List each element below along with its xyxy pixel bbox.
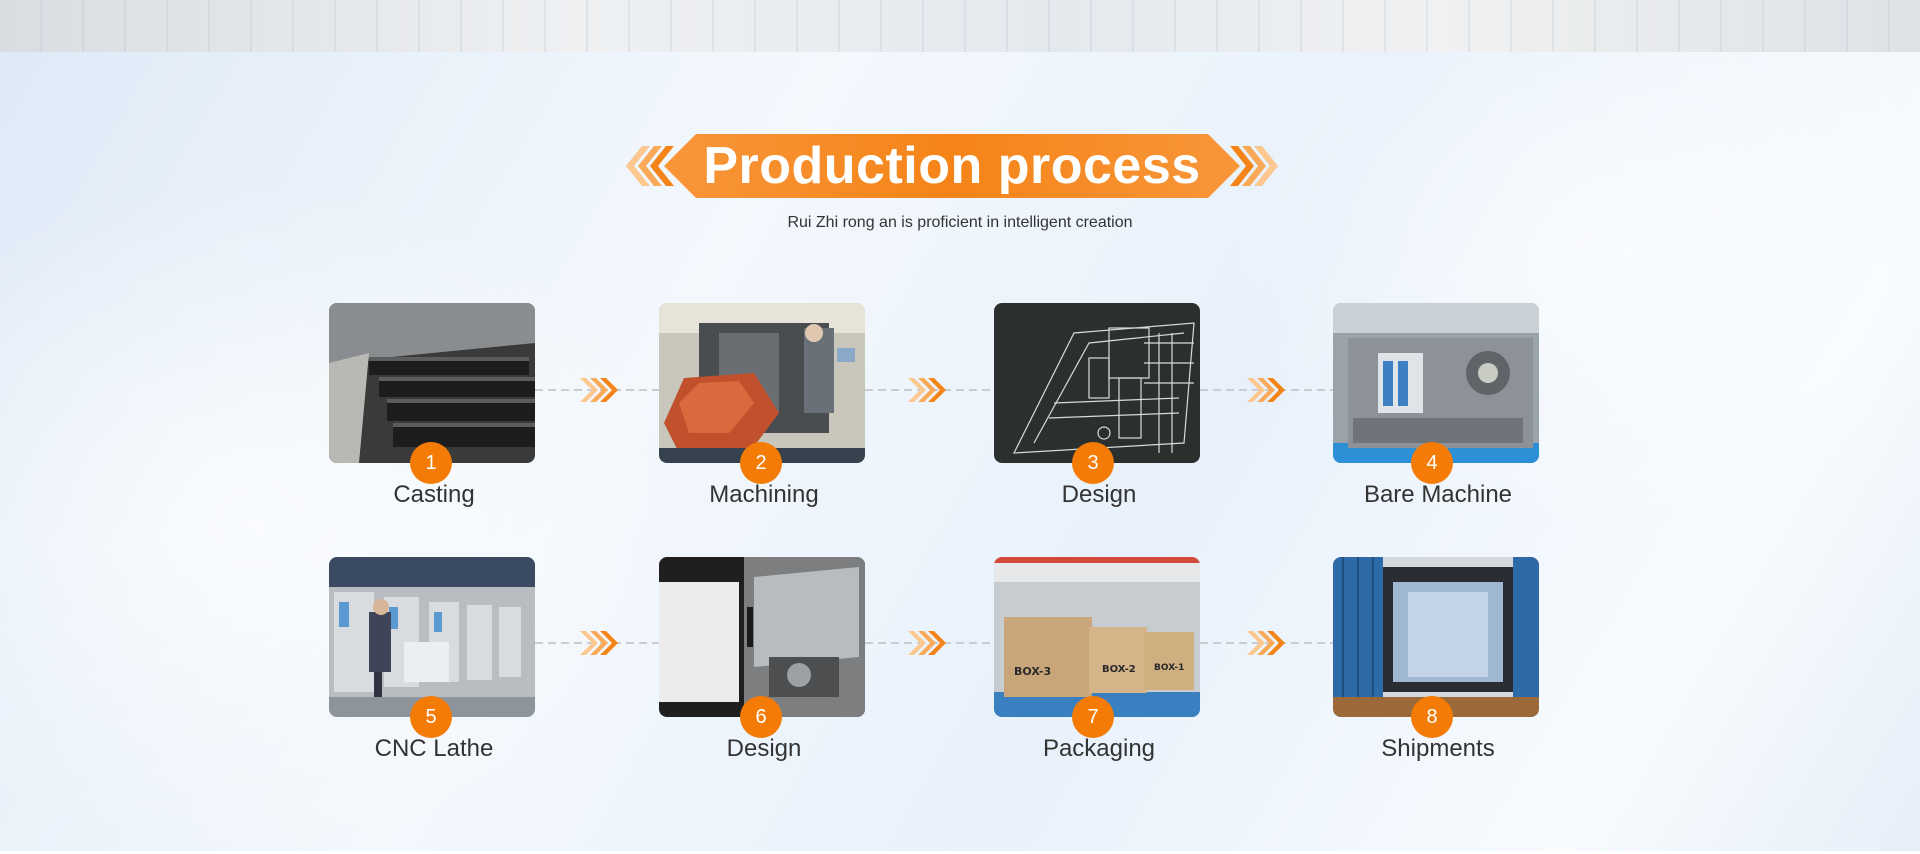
step-number-badge: 5 <box>410 696 452 738</box>
arrow-connector-icon <box>535 631 659 655</box>
machining-photo <box>659 303 865 463</box>
bare-machine-photo <box>1333 303 1539 463</box>
arrow-connector-icon <box>865 378 994 402</box>
step-label: Shipments <box>1381 735 1495 762</box>
step-label: Casting <box>393 481 475 508</box>
arrow-connector-icon <box>1200 631 1333 655</box>
step-label: Machining <box>709 481 819 508</box>
arrow-connector-icon <box>1200 378 1333 402</box>
step-label: Bare Machine <box>1363 481 1513 508</box>
shipments-photo <box>1333 557 1539 717</box>
design-drawing-photo <box>994 303 1200 463</box>
step-number-badge: 7 <box>1072 696 1114 738</box>
step-number-badge: 2 <box>740 442 782 484</box>
section-divider <box>0 851 1920 854</box>
svg-text:BOX-2: BOX-2 <box>1102 664 1136 675</box>
section-subtitle: Rui Zhi rong an is proficient in intelli… <box>787 214 1133 231</box>
step-label: Packaging <box>1042 735 1156 762</box>
casting-photo <box>329 303 535 463</box>
svg-text:BOX-1: BOX-1 <box>1154 663 1184 673</box>
packaging-photo: BOX-3 BOX-2 BOX-1 <box>994 557 1200 717</box>
hero-banner-strip <box>0 0 1920 52</box>
arrow-connector-icon <box>535 378 659 402</box>
lathe-interior-photo <box>659 557 865 717</box>
step-label: Design <box>726 735 802 762</box>
svg-text:BOX-3: BOX-3 <box>1014 665 1051 678</box>
step-label: Design <box>1061 481 1137 508</box>
right-chevrons-icon <box>1230 146 1278 186</box>
step-number-badge: 1 <box>410 442 452 484</box>
left-chevrons-icon <box>626 146 674 186</box>
title-ribbon-shape <box>626 134 1278 198</box>
step-label: CNC Lathe <box>374 735 494 762</box>
step-number-badge: 6 <box>740 696 782 738</box>
step-number-badge: 8 <box>1411 696 1453 738</box>
step-number-badge: 3 <box>1072 442 1114 484</box>
page-title: Production process <box>703 137 1201 195</box>
cnc-lathe-photo <box>329 557 535 717</box>
step-number-badge: 4 <box>1411 442 1453 484</box>
arrow-connector-icon <box>865 631 994 655</box>
section-title-banner: Production process <box>608 134 1296 198</box>
